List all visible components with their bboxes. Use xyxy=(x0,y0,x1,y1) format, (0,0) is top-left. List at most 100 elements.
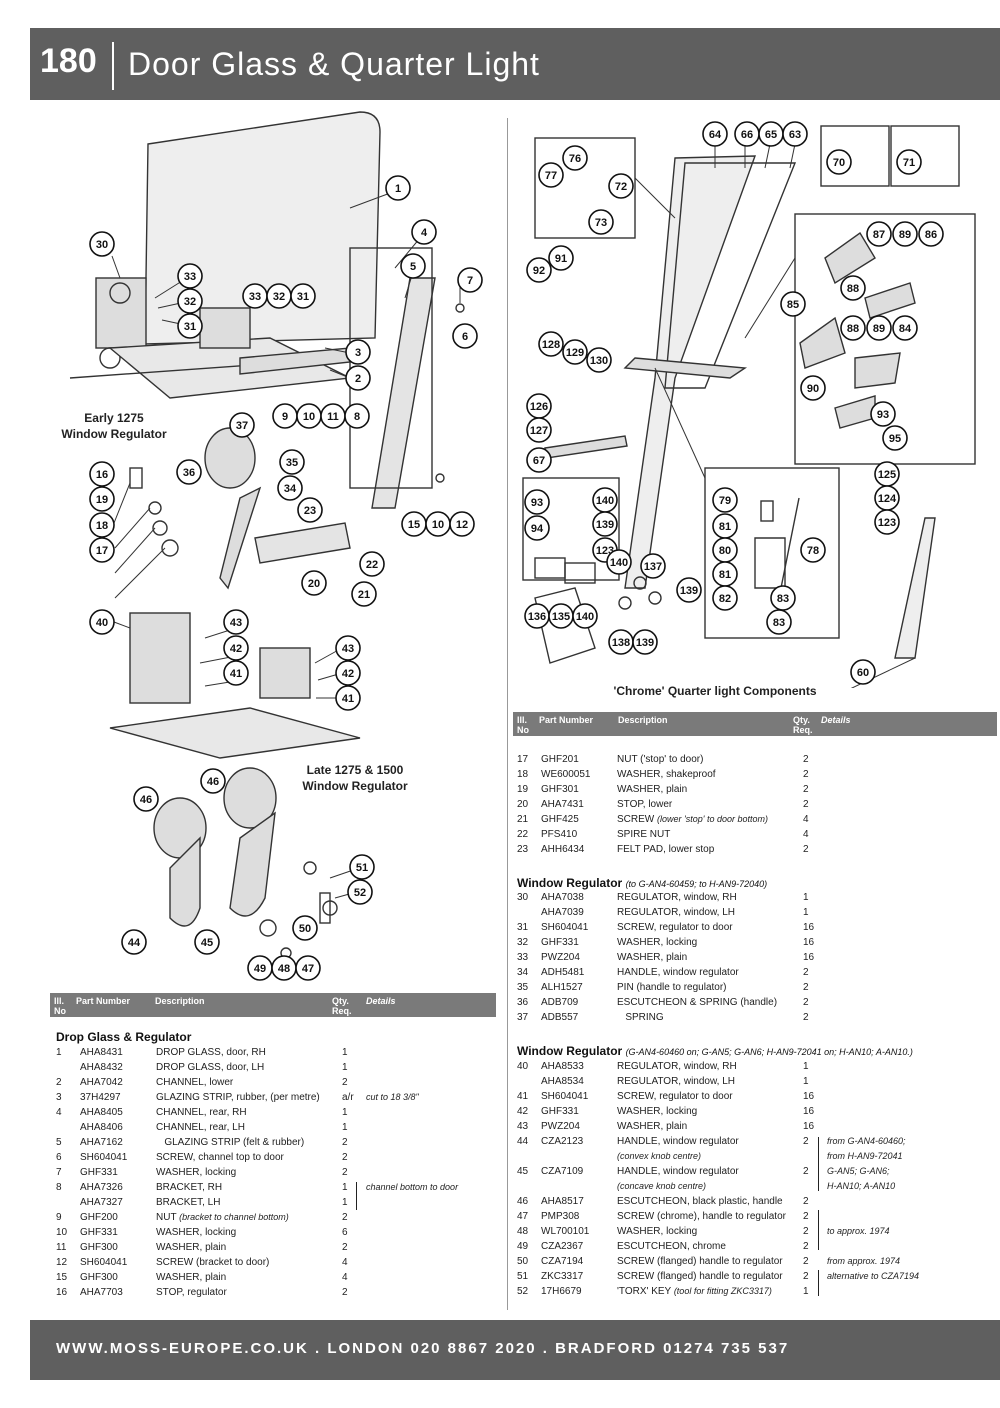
section-title-regulator-late: Window Regulator (G-AN4-60460 on; G-AN5;… xyxy=(517,1044,913,1058)
svg-text:136: 136 xyxy=(528,611,546,623)
col-description: Description xyxy=(155,996,205,1006)
callout-90: 90 xyxy=(800,375,826,401)
svg-text:70: 70 xyxy=(833,157,845,169)
callout-30: 30 xyxy=(89,231,115,257)
callout-70: 70 xyxy=(826,149,852,175)
callout-63: 63 xyxy=(782,121,808,147)
col-ill: Ill. No xyxy=(517,715,529,735)
svg-text:130: 130 xyxy=(590,355,608,367)
callout-84: 84 xyxy=(892,315,918,341)
callout-81b: 81 xyxy=(712,561,738,587)
svg-text:20: 20 xyxy=(308,578,320,590)
callout-139b: 139 xyxy=(676,577,702,603)
callout-126: 126 xyxy=(526,393,552,419)
callout-81a: 81 xyxy=(712,513,738,539)
svg-text:129: 129 xyxy=(566,347,584,359)
svg-text:128: 128 xyxy=(542,339,560,351)
col-details: Details xyxy=(366,996,396,1006)
callout-35: 35 xyxy=(279,449,305,475)
callout-79: 79 xyxy=(712,487,738,513)
svg-text:127: 127 xyxy=(530,425,548,437)
svg-text:16: 16 xyxy=(96,469,108,481)
callout-4: 4 xyxy=(411,219,437,245)
callout-83a: 83 xyxy=(770,585,796,611)
svg-text:17: 17 xyxy=(96,545,108,557)
svg-text:19: 19 xyxy=(96,494,108,506)
right-table-header: Ill. No Part Number Description Qty. Req… xyxy=(513,712,997,736)
callout-6: 6 xyxy=(452,323,478,349)
section-title-regulator-early: Window Regulator (to G-AN4-60459; to H-A… xyxy=(517,876,768,890)
col-description: Description xyxy=(618,715,668,725)
svg-text:40: 40 xyxy=(96,617,108,629)
callout-18: 18 xyxy=(89,512,115,538)
svg-text:72: 72 xyxy=(615,181,627,193)
callout-127: 127 xyxy=(526,417,552,443)
svg-text:79: 79 xyxy=(719,495,731,507)
callout-88a: 88 xyxy=(840,275,866,301)
svg-text:123: 123 xyxy=(878,517,896,529)
callout-50: 50 xyxy=(292,915,318,941)
callout-125: 125 xyxy=(874,461,900,487)
callout-128: 128 xyxy=(538,331,564,357)
callout-33a: 33 xyxy=(177,263,203,289)
col-details: Details xyxy=(821,715,851,725)
svg-text:80: 80 xyxy=(719,545,731,557)
callout-71: 71 xyxy=(896,149,922,175)
svg-text:83: 83 xyxy=(777,593,789,605)
callout-37: 37 xyxy=(229,412,255,438)
svg-text:86: 86 xyxy=(925,229,937,241)
callout-88b: 88 xyxy=(840,315,866,341)
callout-49: 49 xyxy=(247,955,273,981)
chrome-quarter-light-label: 'Chrome' Quarter light Components xyxy=(613,684,817,698)
svg-text:67: 67 xyxy=(533,455,545,467)
callout-16: 16 xyxy=(89,461,115,487)
svg-text:49: 49 xyxy=(254,963,266,975)
svg-text:45: 45 xyxy=(201,937,213,949)
callout-42b: 42 xyxy=(335,660,361,686)
svg-text:32: 32 xyxy=(273,291,285,303)
svg-text:126: 126 xyxy=(530,401,548,413)
bracket-44-45 xyxy=(814,1137,819,1191)
callout-43b: 43 xyxy=(335,635,361,661)
svg-text:139: 139 xyxy=(596,519,614,531)
callout-80: 80 xyxy=(712,537,738,563)
callout-73: 73 xyxy=(588,209,614,235)
callout-12: 12 xyxy=(449,511,475,537)
callout-48: 48 xyxy=(271,955,297,981)
svg-text:52: 52 xyxy=(354,887,366,899)
callout-23: 23 xyxy=(297,497,323,523)
svg-text:48: 48 xyxy=(278,963,290,975)
callout-89b: 89 xyxy=(866,315,892,341)
svg-text:125: 125 xyxy=(878,469,896,481)
svg-text:47: 47 xyxy=(302,963,314,975)
svg-text:139: 139 xyxy=(680,585,698,597)
svg-text:64: 64 xyxy=(709,129,722,141)
svg-text:81: 81 xyxy=(719,569,731,581)
bracket-8 xyxy=(352,1182,357,1210)
col-ill: Ill. No xyxy=(54,996,66,1016)
callout-31a: 31 xyxy=(177,313,203,339)
svg-text:43: 43 xyxy=(342,643,354,655)
svg-text:7: 7 xyxy=(467,275,473,287)
svg-text:81: 81 xyxy=(719,521,731,533)
svg-text:10: 10 xyxy=(432,519,444,531)
